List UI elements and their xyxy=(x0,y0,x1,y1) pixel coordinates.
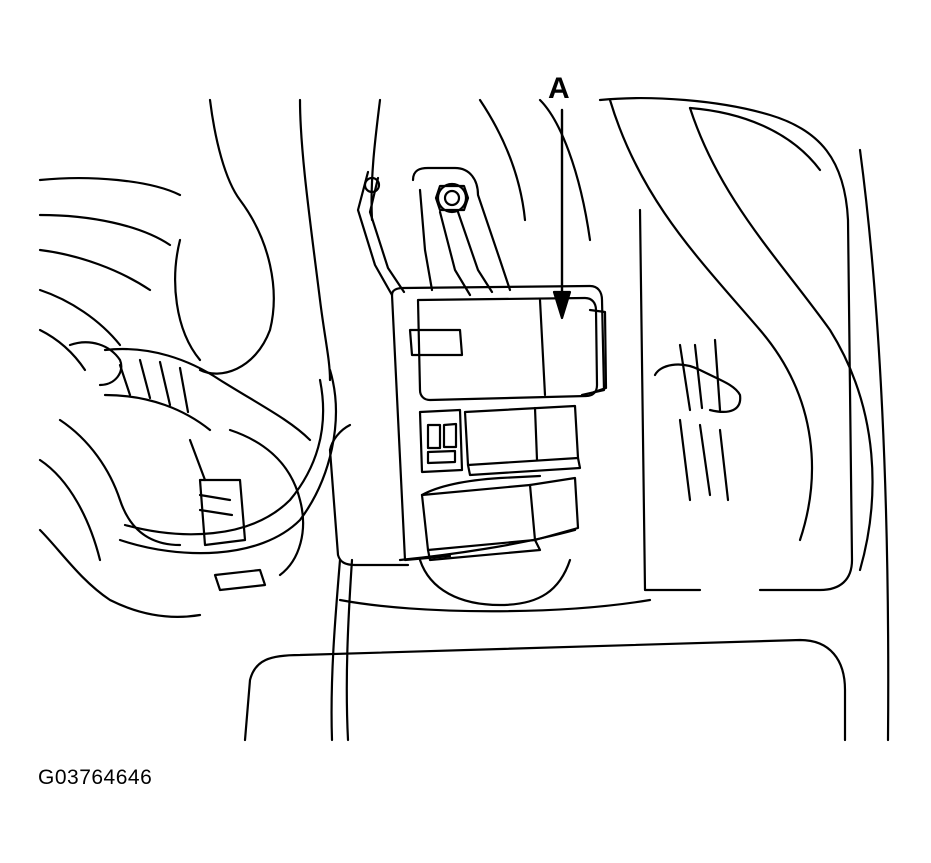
large-hose xyxy=(608,98,874,572)
lower-tray xyxy=(243,558,847,742)
relay-upper xyxy=(463,404,582,477)
mounting-bracket xyxy=(356,166,512,297)
callout-arrow xyxy=(552,108,572,320)
mini-fuse-cluster xyxy=(418,408,464,474)
bolt-icon xyxy=(434,182,470,214)
connector-block-left xyxy=(188,428,305,592)
vertical-pipe xyxy=(330,558,354,742)
callout-label: A xyxy=(548,72,570,105)
wiring-harness-left xyxy=(38,177,312,618)
fuse-box-cover xyxy=(408,296,608,402)
small-bolt-icon xyxy=(363,176,381,194)
figure-id: G03764646 xyxy=(38,766,153,789)
relay-lower xyxy=(420,474,580,562)
side-connector xyxy=(653,338,742,502)
return-hose xyxy=(118,368,337,555)
body-panel-housing xyxy=(598,97,890,742)
upper-duct xyxy=(174,98,592,382)
fuse-relay-box xyxy=(328,284,606,567)
